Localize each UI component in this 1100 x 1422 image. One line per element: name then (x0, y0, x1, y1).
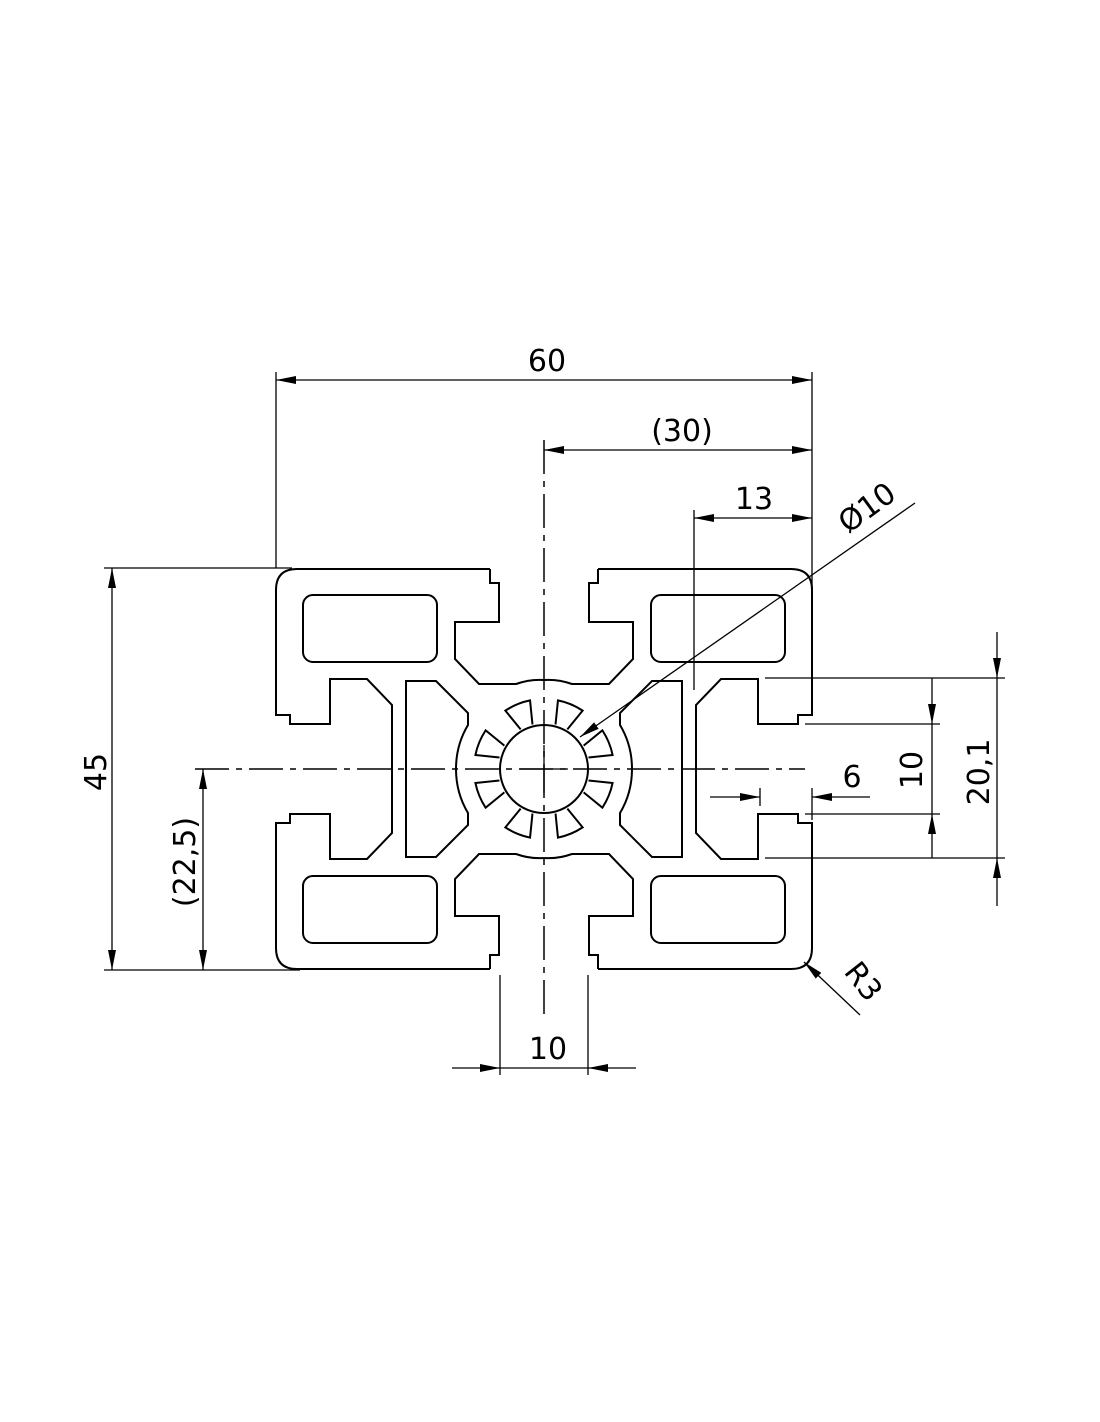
label-10-right: 10 (895, 751, 930, 789)
bore-tooth (503, 808, 534, 839)
label-60: 60 (528, 344, 566, 379)
bore-tooth (554, 808, 585, 839)
label-bore-diameter: Ø10 (832, 476, 903, 541)
dimension-lines (108, 376, 1001, 1072)
profile-quadrant (275, 568, 545, 770)
bore-tooth (583, 779, 614, 810)
label-22-5: (22,5) (168, 817, 203, 907)
label-30: (30) (651, 414, 713, 449)
center-lines (195, 440, 805, 1020)
label-10-bottom: 10 (529, 1032, 567, 1067)
bore-tooth (474, 779, 505, 810)
label-6: 6 (842, 760, 861, 795)
bore-teeth (474, 699, 614, 839)
label-13: 13 (735, 482, 773, 517)
bore-tooth (503, 699, 534, 730)
leader-corner-radius (803, 961, 861, 1016)
dimension-labels: 60 (30) 13 Ø10 45 (22,5) 10 6 10 20,1 R3 (79, 344, 997, 1067)
bore-tooth (554, 699, 585, 730)
extension-lines (104, 372, 1005, 1075)
label-20-1: 20,1 (962, 739, 997, 806)
leader-bore-diameter (579, 502, 916, 738)
label-45: 45 (79, 753, 114, 791)
bore-tooth (583, 728, 614, 759)
bore-tooth (474, 728, 505, 759)
